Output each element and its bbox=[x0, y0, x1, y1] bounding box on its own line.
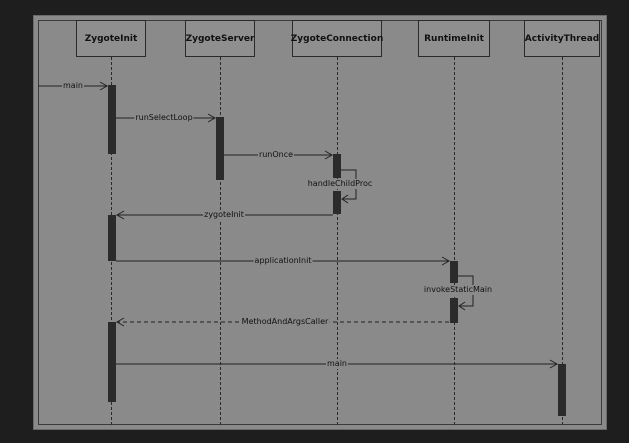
message-label-run-select-loop: runSelectLoop bbox=[134, 113, 194, 123]
activation-runtime-init-1 bbox=[450, 261, 458, 283]
message-label-run-once: runOnce bbox=[257, 150, 295, 160]
message-label-zygote-init: zygoteInit bbox=[203, 210, 245, 220]
message-label-application-init: applicationInit bbox=[253, 256, 313, 266]
message-label-main-1: main bbox=[62, 81, 84, 91]
lifeline-zygote-connection bbox=[337, 57, 338, 425]
arrowhead-method-and-args-caller bbox=[115, 317, 125, 327]
activation-activity-thread bbox=[558, 364, 566, 416]
message-label-handle-child-proc: handleChildProc bbox=[306, 179, 374, 189]
participant-zygote-server: ZygoteServer bbox=[185, 20, 255, 57]
activation-runtime-init-2 bbox=[450, 298, 458, 323]
activation-zygote-init-3 bbox=[108, 322, 116, 402]
participant-runtime-init: RuntimeInit bbox=[418, 20, 490, 57]
arrowhead-run-once bbox=[324, 150, 334, 160]
activation-zygote-init-2 bbox=[108, 215, 116, 261]
activation-zygote-server bbox=[216, 117, 224, 180]
lifeline-runtime-init bbox=[454, 57, 455, 425]
participant-zygote-connection: ZygoteConnection bbox=[291, 20, 383, 57]
activation-zygote-connection-2 bbox=[333, 191, 341, 214]
arrowhead-zygote-init bbox=[115, 210, 125, 220]
activation-zygote-init-1 bbox=[108, 85, 116, 154]
arrowhead-main-1 bbox=[99, 81, 109, 91]
lifeline-activity-thread bbox=[562, 57, 563, 425]
message-label-method-and-args-caller: MethodAndArgsCaller bbox=[240, 317, 330, 327]
arrowhead-invoke-static-main bbox=[458, 301, 466, 311]
participant-activity-thread: ActivityThread bbox=[524, 20, 600, 57]
lifeline-zygote-server bbox=[220, 57, 221, 425]
arrowhead-run-select-loop bbox=[207, 113, 217, 123]
participant-zygote-init: ZygoteInit bbox=[76, 20, 146, 57]
arrowhead-main-2 bbox=[549, 359, 559, 369]
activation-zygote-connection-1 bbox=[333, 154, 341, 178]
message-label-invoke-static-main: invokeStaticMain bbox=[422, 285, 494, 295]
arrowhead-handle-child-proc bbox=[341, 194, 349, 204]
message-label-main-2: main bbox=[326, 359, 348, 369]
diagram-frame bbox=[33, 15, 607, 430]
arrowhead-application-init bbox=[441, 256, 451, 266]
